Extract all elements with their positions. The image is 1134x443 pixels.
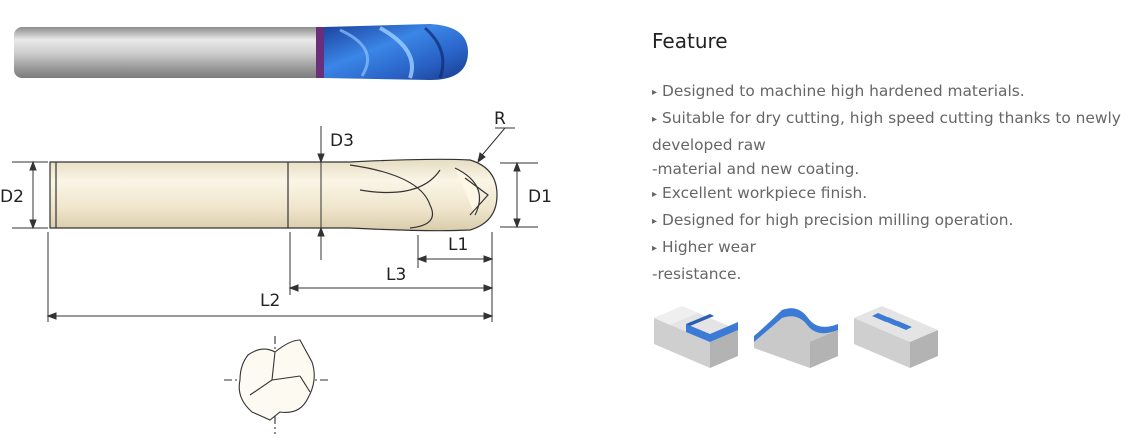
application-icons <box>652 300 952 380</box>
feature-item: ▸Excellent workpiece finish. <box>652 184 868 202</box>
feature-panel: Feature ▸Designed to machine high harden… <box>652 28 1130 286</box>
l2-label: L2 <box>260 291 280 311</box>
bullet-icon: ▸ <box>652 216 658 227</box>
dimension-lines <box>12 126 538 322</box>
feature-item: ▸Suitable for dry cutting, high speed cu… <box>652 109 1121 154</box>
r-label: R <box>494 109 506 129</box>
slotting-icon <box>854 306 938 368</box>
bullet-icon: ▸ <box>652 87 658 98</box>
bullet-icon: ▸ <box>652 243 658 254</box>
contour-milling-icon <box>754 308 838 368</box>
feature-list: ▸Designed to machine high hardened mater… <box>652 79 1130 286</box>
feature-item: ▸Higher wear <box>652 238 756 256</box>
d3-label: D3 <box>330 131 354 151</box>
d2-label: D2 <box>0 187 24 207</box>
shoulder-milling-icon <box>654 306 738 368</box>
tool-drawing: D2 D1 D3 R L1 L3 L2 <box>0 24 552 434</box>
feature-item: -resistance. <box>652 265 742 283</box>
tool-line-drawing <box>49 158 498 232</box>
tool-figure: D2 D1 D3 R L1 L3 L2 <box>0 0 560 439</box>
application-icons-svg <box>654 306 938 368</box>
d1-label: D1 <box>528 187 552 207</box>
l3-label: L3 <box>386 265 406 285</box>
feature-item: ▸Designed for high precision milling ope… <box>652 211 1014 229</box>
l1-label: L1 <box>448 235 468 255</box>
feature-item: ▸Designed to machine high hardened mater… <box>652 82 1025 100</box>
feature-item: -material and new coating. <box>652 160 860 178</box>
bullet-icon: ▸ <box>652 189 658 200</box>
product-photo <box>14 24 468 80</box>
feature-title: Feature <box>652 29 728 53</box>
end-view-drawing <box>224 336 330 434</box>
bullet-icon: ▸ <box>652 114 658 125</box>
